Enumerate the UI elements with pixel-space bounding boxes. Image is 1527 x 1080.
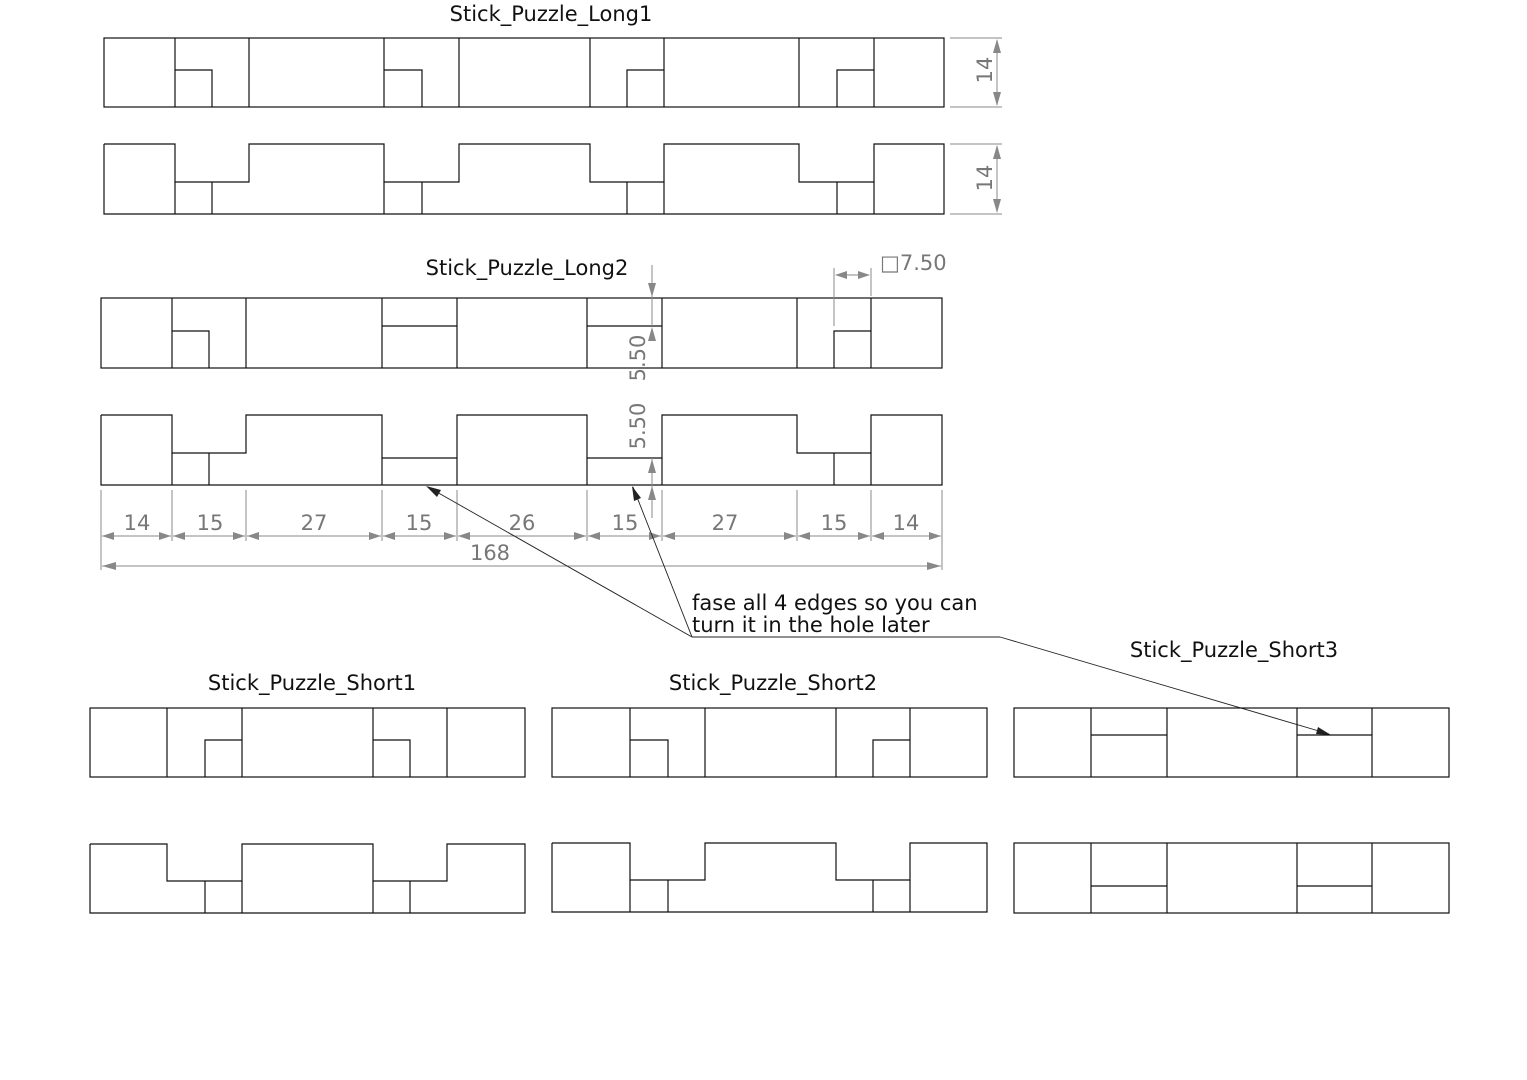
dim-overall-text: 168 — [470, 541, 510, 565]
dim-seg-3-text: 27 — [301, 511, 328, 535]
segment-dimension-7: 27 — [663, 511, 796, 540]
short2-top-view — [551, 707, 988, 778]
dim-seg-5-text: 26 — [509, 511, 536, 535]
dimension-height-top: 14 — [950, 37, 1002, 108]
dim-square-text: □7.50 — [880, 251, 947, 275]
title-short3: Stick_Puzzle_Short3 — [1130, 638, 1338, 663]
short2-side-view — [551, 842, 988, 913]
dimension-square: □7.50 — [833, 251, 947, 326]
title-short2: Stick_Puzzle_Short2 — [669, 671, 877, 696]
dim-seg-6-text: 15 — [612, 511, 639, 535]
title-long1: Stick_Puzzle_Long1 — [450, 2, 653, 27]
short3-top-view — [1013, 707, 1450, 778]
segment-dimension-9: 14 — [872, 511, 941, 540]
note-leaders — [426, 486, 1331, 735]
segment-dimension-4: 15 — [383, 511, 456, 540]
dim-seg-4-text: 15 — [406, 511, 433, 535]
dim-seg-1-text: 14 — [124, 511, 151, 535]
title-short1: Stick_Puzzle_Short1 — [208, 671, 416, 696]
overall-dimension: 168 — [102, 541, 941, 570]
title-long2: Stick_Puzzle_Long2 — [426, 256, 629, 281]
long2-top-view — [100, 297, 943, 369]
dim-seg-9-text: 14 — [893, 511, 920, 535]
long2-side-view — [100, 414, 943, 486]
dim-depth-bottom-text: 5.50 — [626, 403, 650, 450]
dim-depth-top-text: 5.50 — [626, 335, 650, 382]
dim-seg-2-text: 15 — [197, 511, 224, 535]
dim-seg-8-text: 15 — [821, 511, 848, 535]
dimension-height-bottom: 14 — [950, 143, 1002, 215]
long1-side-view — [103, 143, 945, 215]
segment-dimension-8: 15 — [798, 511, 870, 540]
segment-dimension-2: 15 — [173, 511, 245, 540]
short1-side-view — [89, 843, 526, 914]
dimension-depth-top: 5.50 — [626, 265, 656, 381]
dim-seg-7-text: 27 — [712, 511, 739, 535]
dim-height-top-text: 14 — [973, 57, 997, 84]
segment-dimension-1: 14 — [102, 511, 171, 540]
segment-dimension-5: 26 — [458, 511, 586, 540]
chamfer-note-line1: fase all 4 edges so you can — [692, 591, 978, 615]
segment-dimension-3: 27 — [247, 511, 381, 540]
segment-dimension-6: 15 — [588, 511, 661, 540]
chamfer-note-line2: turn it in the hole later — [692, 613, 930, 637]
dimension-depth-bottom: 5.50 — [626, 403, 656, 518]
segment-extension-lines — [100, 490, 943, 570]
short3-side-view — [1013, 842, 1450, 914]
short1-top-view — [89, 707, 526, 778]
long1-top-view — [103, 37, 945, 108]
dim-height-bottom-text: 14 — [973, 165, 997, 192]
